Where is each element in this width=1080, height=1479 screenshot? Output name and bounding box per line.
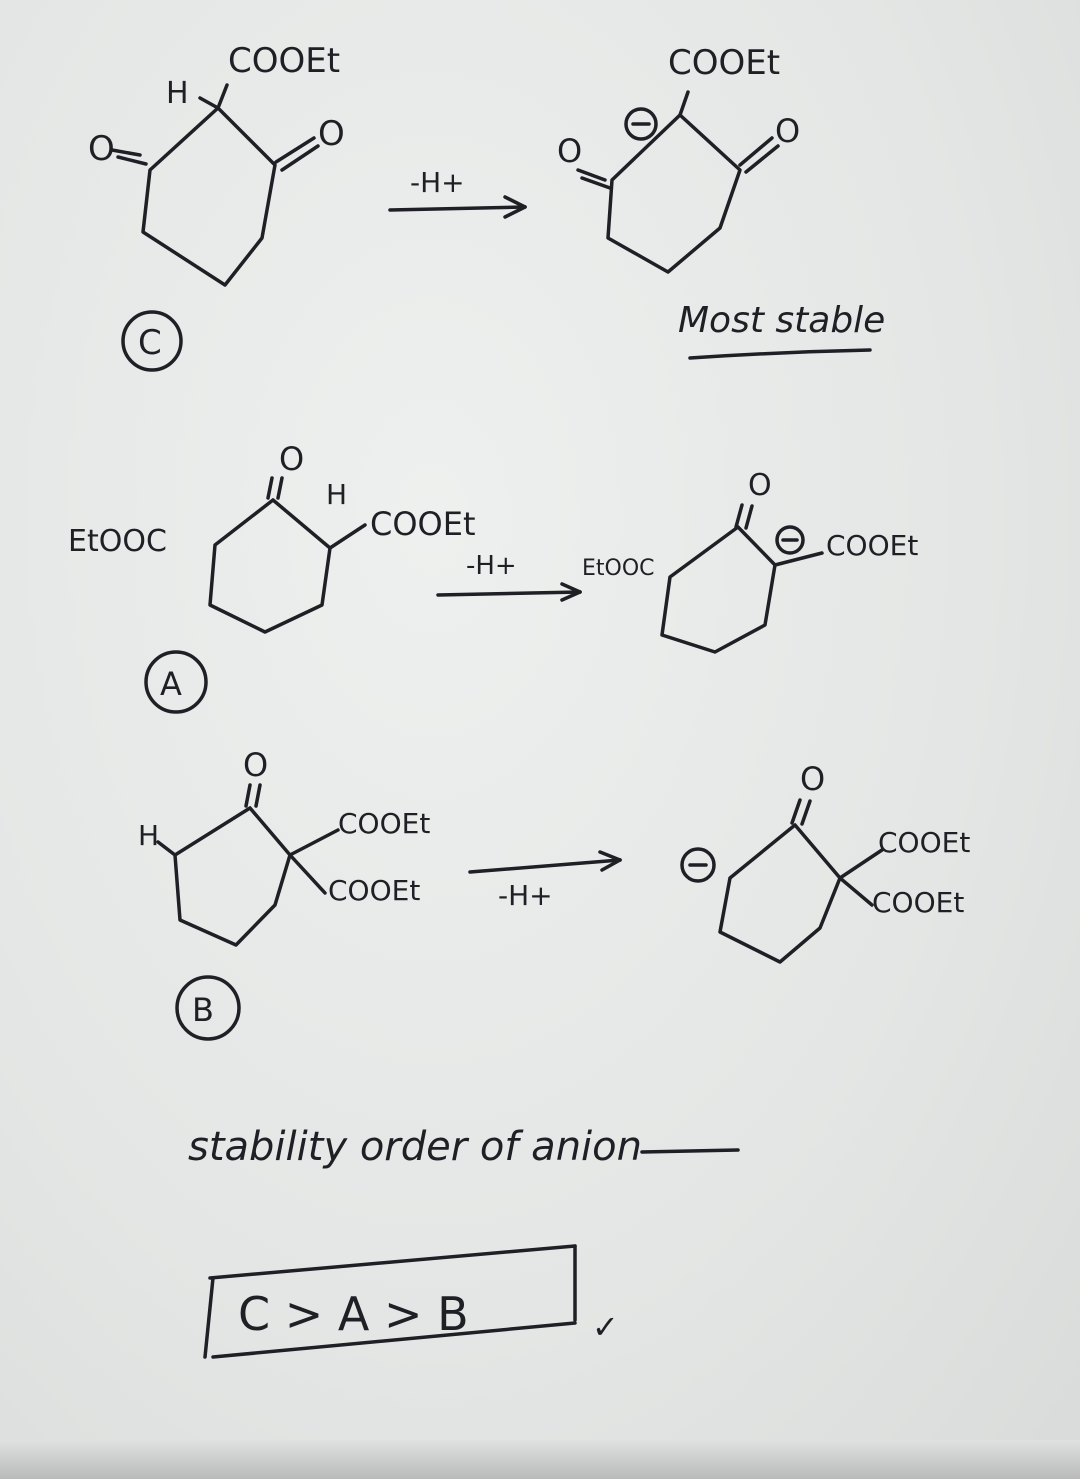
reaction-c-arrow (388, 195, 527, 219)
reaction-c-reactant-ring (110, 83, 320, 287)
label-a: A (160, 665, 182, 703)
reaction-a-reactant-ring (208, 476, 367, 634)
label-b-circle (175, 975, 241, 1041)
reaction-b-product-ring (680, 798, 884, 964)
reaction-a-arrow (436, 582, 582, 602)
reaction-c-product-substituent: COOEt (668, 43, 780, 83)
reaction-c-h: H (166, 76, 189, 111)
reaction-b-product-substituent-top: COOEt (878, 826, 970, 859)
reaction-b-h: H (138, 819, 159, 852)
reaction-a-reagent: -H+ (466, 551, 517, 581)
label-a-circle (144, 650, 208, 714)
reaction-c-product-ring (576, 90, 780, 274)
reaction-a-product-right-substituent: COOEt (826, 529, 918, 562)
heading-underline (640, 1148, 740, 1154)
reaction-a-right-substituent: COOEt (370, 505, 475, 543)
answer-text: C > A > B (238, 1287, 469, 1341)
reaction-c-o-right: O (318, 114, 345, 154)
reaction-a-product-o: O (748, 468, 772, 503)
label-c: C (138, 323, 162, 363)
reaction-c-reactant-substituent: COOEt (228, 41, 340, 81)
reaction-a-product-ring (660, 503, 824, 654)
label-c-circle (121, 310, 183, 372)
reaction-b-o: O (243, 746, 268, 784)
reaction-b-reactant-ring (156, 783, 340, 947)
reaction-c-product-o-left: O (557, 132, 582, 170)
note-underline (688, 348, 872, 360)
reaction-a-h: H (326, 478, 347, 511)
reaction-c-product-o-right: O (775, 112, 800, 150)
reaction-b-product-o: O (800, 760, 825, 798)
reaction-b-reagent: -H+ (498, 879, 553, 912)
conclusion-heading: stability order of anion (188, 1124, 642, 1170)
reaction-b-substituent-bottom: COOEt (328, 874, 420, 907)
reaction-c-o-left: O (88, 129, 115, 169)
reaction-b-arrow (468, 850, 622, 874)
reaction-b-product-substituent-bottom: COOEt (872, 886, 964, 919)
reaction-a-o: O (279, 440, 304, 478)
answer-box (203, 1244, 577, 1359)
label-b: B (192, 991, 214, 1029)
reaction-c-note: Most stable (678, 300, 885, 341)
reaction-a-product-left-substituent: EtOOC (582, 556, 655, 581)
check-mark: ✓ (592, 1308, 619, 1346)
reaction-a-left-substituent: EtOOC (68, 524, 167, 559)
page-edge-shadow (0, 1440, 1080, 1479)
reaction-b-substituent-top: COOEt (338, 807, 430, 840)
reaction-c-reagent: -H+ (410, 166, 465, 199)
